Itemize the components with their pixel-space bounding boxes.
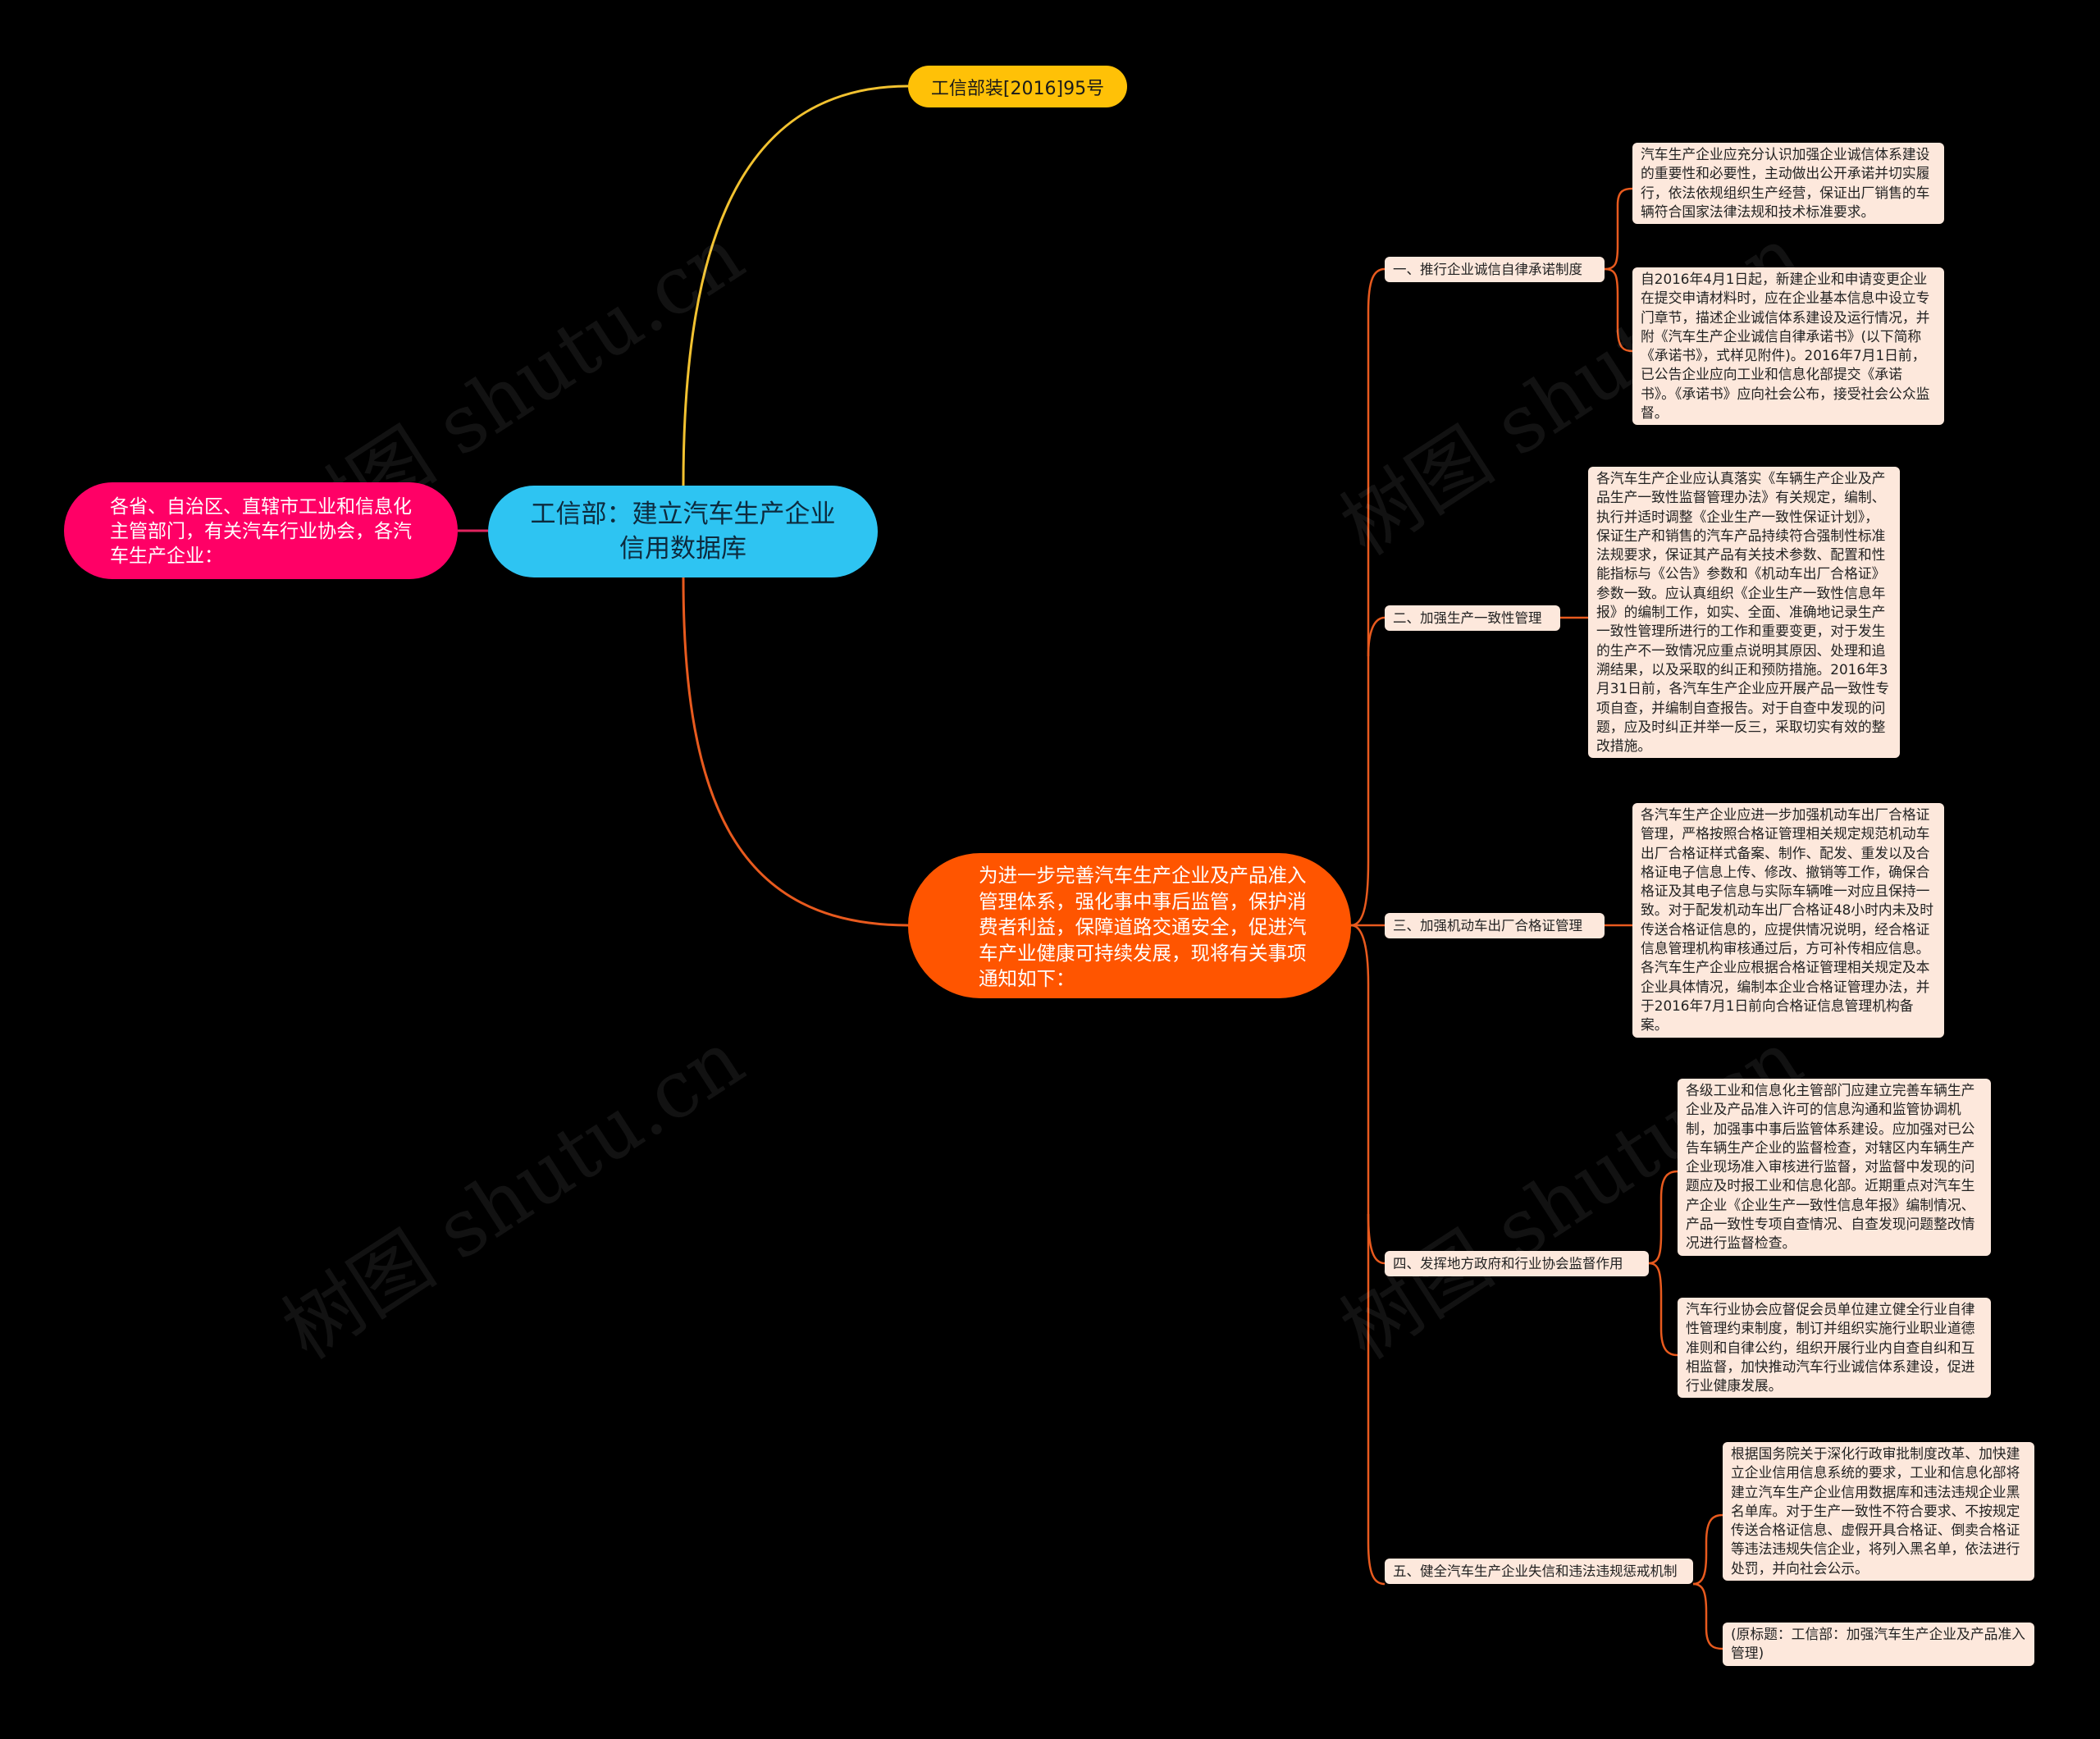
section-5-item-1-text: 根据国务院关于深化行政审批制度改革、加快建立企业信用信息系统的要求，工业和信息化… [1731,1445,2020,1577]
section-1-item-1[interactable]: 汽车生产企业应充分认识加强企业诚信体系建设的重要性和必要性，主动做出公开承诺并切… [1632,143,1944,225]
section-4-item-1[interactable]: 各级工业和信息化主管部门应建立完善车辆生产企业及产品准入许可的信息沟通和监管协调… [1678,1079,1991,1256]
connector-root-tag [682,84,909,486]
connector-main-sec4 [1350,924,1386,1265]
connector-main-sec2 [1367,616,1386,657]
connector-sec1-leaf1 [1604,187,1633,271]
section-4-item-2-text: 汽车行业协会应督促会员单位建立健全行业自律性管理约束制度，制订并组织实施行业职业… [1686,1301,1975,1394]
connector-root-main [682,577,909,927]
section-2-title: 二、加强生产一致性管理 [1393,610,1542,626]
root-node[interactable]: 工信部：建立汽车生产企业信用数据库 [488,486,878,577]
recipients-node[interactable]: 各省、自治区、直辖市工业和信息化主管部门，有关汽车行业协会，各汽车生产企业： [64,482,458,579]
section-3-item-1[interactable]: 各汽车生产企业应进一步加强机动车出厂合格证管理，严格按照合格证管理相关规定规范机… [1632,803,1944,1038]
section-1-title: 一、推行企业诚信自律承诺制度 [1393,262,1582,277]
notice-intro-text: 为进一步完善汽车生产企业及产品准入管理体系，强化事中事后监管，保护消费者利益，保… [979,864,1307,990]
connector-sec5-leaf2 [1692,1582,1723,1650]
connector-sec4-leaf1 [1648,1170,1678,1265]
section-1-item-1-text: 汽车生产企业应充分认识加强企业诚信体系建设的重要性和必要性，主动做出公开承诺并切… [1641,146,1930,220]
section-1-node[interactable]: 一、推行企业诚信自律承诺制度 [1385,257,1605,282]
section-5-item-1[interactable]: 根据国务院关于深化行政审批制度改革、加快建立企业信用信息系统的要求，工业和信息化… [1723,1442,2034,1582]
section-4-item-2[interactable]: 汽车行业协会应督促会员单位建立健全行业自律性管理约束制度，制订并组织实施行业职业… [1678,1298,1991,1399]
notice-intro-node[interactable]: 为进一步完善汽车生产企业及产品准入管理体系，强化事中事后监管，保护消费者利益，保… [908,853,1351,998]
section-4-title: 四、发挥地方政府和行业协会监督作用 [1393,1256,1623,1271]
section-4-node[interactable]: 四、发挥地方政府和行业协会监督作用 [1385,1251,1649,1276]
section-1-item-2[interactable]: 自2016年4月1日起，新建企业和申请变更企业在提交申请材料时，应在企业基本信息… [1632,267,1944,426]
connector-sec4-leaf2 [1648,1262,1678,1357]
section-4-item-1-text: 各级工业和信息化主管部门应建立完善车辆生产企业及产品准入许可的信息沟通和监管协调… [1686,1082,1975,1252]
section-3-node[interactable]: 三、加强机动车出厂合格证管理 [1385,913,1605,938]
connector-main-sec5 [1367,1214,1386,1586]
document-number-text: 工信部装[2016]95号 [930,78,1105,99]
section-2-item-1[interactable]: 各汽车生产企业应认真落实《车辆生产企业及产品生产一致性监督管理办法》有关规定，编… [1588,467,1900,759]
recipients-text: 各省、自治区、直辖市工业和信息化主管部门，有关汽车行业协会，各汽车生产企业： [110,496,412,567]
connector-main-sec1 [1350,267,1386,927]
section-2-item-1-text: 各汽车生产企业应认真落实《车辆生产企业及产品生产一致性监督管理办法》有关规定，编… [1596,470,1889,755]
root-label: 工信部：建立汽车生产企业信用数据库 [530,500,836,564]
section-1-item-2-text: 自2016年4月1日起，新建企业和申请变更企业在提交申请材料时，应在企业基本信息… [1641,271,1930,422]
section-3-item-1-text: 各汽车生产企业应进一步加强机动车出厂合格证管理，严格按照合格证管理相关规定规范机… [1641,806,1933,1034]
section-5-item-2-text: (原标题：工信部：加强汽车生产企业及产品准入管理) [1731,1626,2025,1662]
section-2-node[interactable]: 二、加强生产一致性管理 [1385,605,1560,631]
section-5-item-2[interactable]: (原标题：工信部：加强汽车生产企业及产品准入管理) [1723,1623,2034,1666]
document-number-node[interactable]: 工信部装[2016]95号 [908,66,1127,107]
section-5-node[interactable]: 五、健全汽车生产企业失信和违法违规惩戒机制 [1385,1559,1693,1584]
section-3-title: 三、加强机动车出厂合格证管理 [1393,918,1582,933]
section-5-title: 五、健全汽车生产企业失信和违法违规惩戒机制 [1393,1563,1678,1579]
connector-sec1-leaf2 [1604,267,1633,353]
connector-sec5-leaf1 [1692,1513,1723,1586]
